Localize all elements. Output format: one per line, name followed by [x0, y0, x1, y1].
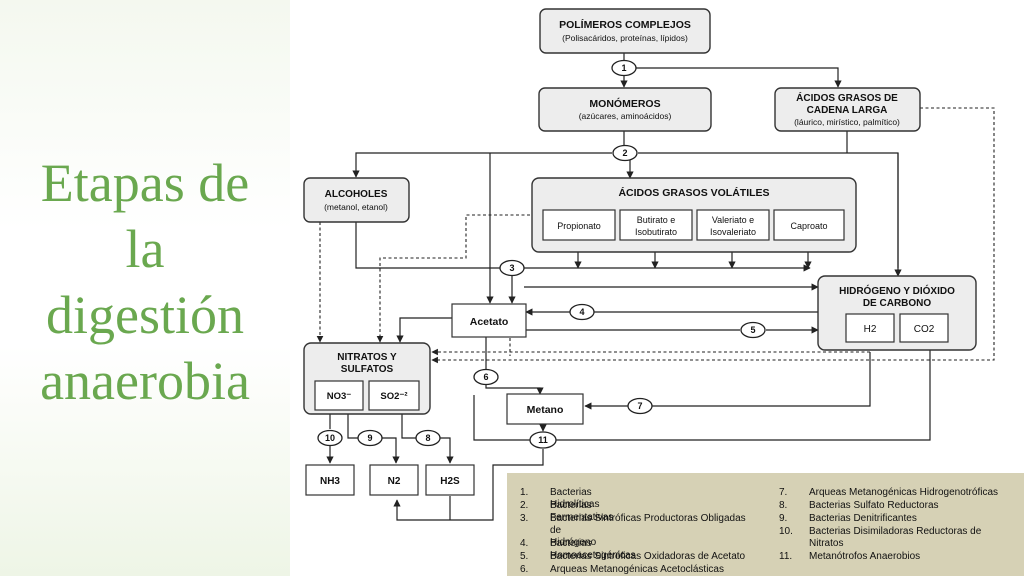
svg-text:6: 6	[483, 372, 488, 382]
node-n2: N2	[369, 464, 419, 496]
title-panel: Etapas de la digestión anaerobia	[0, 0, 290, 576]
svg-text:11: 11	[538, 435, 548, 445]
svg-text:8: 8	[425, 433, 430, 443]
node-long-fatty-title2: CADENA LARGA	[807, 105, 888, 116]
step-4: 4	[569, 303, 595, 321]
step-9: 9	[357, 429, 383, 447]
node-vfa-title: ÁCIDOS GRASOS VOLÁTILES	[618, 186, 769, 199]
svg-text:Caproato: Caproato	[790, 221, 827, 231]
node-nitrates-sulfates: NITRATOS Y SULFATOS NO3⁻ SO2⁻²	[303, 342, 431, 415]
node-acetate: Acetato	[451, 303, 527, 338]
node-polymers: POLÍMEROS COMPLEJOS (Polisacáridos, prot…	[539, 8, 711, 54]
svg-text:Isobutirato: Isobutirato	[635, 227, 677, 237]
svg-text:3: 3	[509, 263, 514, 273]
step-11: 11	[529, 431, 557, 449]
node-polymers-subtitle: (Polisacáridos, proteínas, lípidos)	[562, 33, 688, 43]
step-1: 1	[611, 59, 637, 77]
svg-text:7: 7	[637, 401, 642, 411]
node-alcohols: ALCOHOLES (metanol, etanol)	[303, 177, 410, 223]
step-5: 5	[740, 321, 766, 339]
svg-text:1: 1	[621, 63, 626, 73]
vfa-item-valerate: Valeriato e Isovaleriato	[696, 209, 770, 241]
step-3: 3	[499, 259, 525, 277]
step-10: 10	[317, 429, 343, 447]
step-8: 8	[415, 429, 441, 447]
svg-text:Acetato: Acetato	[470, 316, 509, 328]
node-hydrogen-co2: HIDRÓGENO Y DIÓXIDO DE CARBONO H2 CO2	[817, 275, 977, 351]
node-methane: Metano	[506, 393, 584, 425]
svg-text:Valeriato e: Valeriato e	[712, 215, 754, 225]
node-long-fatty-title1: ÁCIDOS GRASOS DE	[796, 91, 898, 104]
node-nh3: NH3	[305, 464, 355, 496]
svg-text:NH3: NH3	[320, 476, 340, 487]
svg-text:9: 9	[367, 433, 372, 443]
node-h2co2-title1: HIDRÓGENO Y DIÓXIDO	[839, 284, 955, 297]
svg-text:5: 5	[750, 325, 755, 335]
svg-text:10: 10	[325, 433, 335, 443]
node-long-fatty-subtitle: (láurico, mirístico, palmítico)	[794, 117, 900, 127]
legend-panel: 1.Bacterias Hidrolíticas 2.Bacterias Fer…	[507, 473, 1024, 576]
node-volatile-fatty-acids: ÁCIDOS GRASOS VOLÁTILES Propionato Butir…	[531, 177, 857, 253]
svg-text:Propionato: Propionato	[557, 221, 601, 231]
node-monomers-subtitle: (azúcares, aminoácidos)	[579, 111, 672, 121]
vfa-item-propionate: Propionato	[542, 209, 616, 241]
svg-text:N2: N2	[388, 476, 401, 487]
svg-text:Butirato e: Butirato e	[637, 215, 676, 225]
node-so2-label: SO2⁻²	[380, 391, 407, 402]
svg-text:H2S: H2S	[440, 476, 460, 487]
node-alcohols-subtitle: (metanol, etanol)	[324, 202, 388, 212]
node-no3-label: NO3⁻	[327, 391, 352, 402]
svg-text:Metano: Metano	[527, 404, 564, 416]
svg-text:Isovaleriato: Isovaleriato	[710, 227, 756, 237]
slide-title: Etapas de la digestión anaerobia	[40, 153, 250, 411]
node-long-fatty-acids: ÁCIDOS GRASOS DE CADENA LARGA (láurico, …	[774, 87, 921, 132]
node-co2-label: CO2	[914, 324, 935, 335]
step-2: 2	[612, 144, 638, 162]
vfa-item-caproate: Caproato	[773, 209, 845, 241]
node-h2co2-title2: DE CARBONO	[863, 298, 932, 309]
node-h2s: H2S	[425, 464, 475, 496]
node-h2-label: H2	[864, 324, 877, 335]
flow-lines	[316, 53, 995, 521]
node-alcohols-title: ALCOHOLES	[325, 189, 388, 200]
node-monomers: MONÓMEROS (azúcares, aminoácidos)	[538, 87, 712, 132]
step-7: 7	[627, 397, 653, 415]
node-monomers-title: MONÓMEROS	[589, 97, 660, 110]
vfa-item-butyrate: Butirato e Isobutirato	[619, 209, 693, 241]
node-polymers-title: POLÍMEROS COMPLEJOS	[559, 18, 691, 31]
svg-text:2: 2	[622, 148, 627, 158]
svg-text:4: 4	[579, 307, 584, 317]
node-nitrates-title1: NITRATOS Y	[337, 352, 397, 363]
step-6: 6	[473, 368, 499, 386]
step-circles: 1 2 3 4 5 6 7 8 9 10 11	[317, 59, 766, 449]
node-nitrates-title2: SULFATOS	[341, 364, 394, 375]
